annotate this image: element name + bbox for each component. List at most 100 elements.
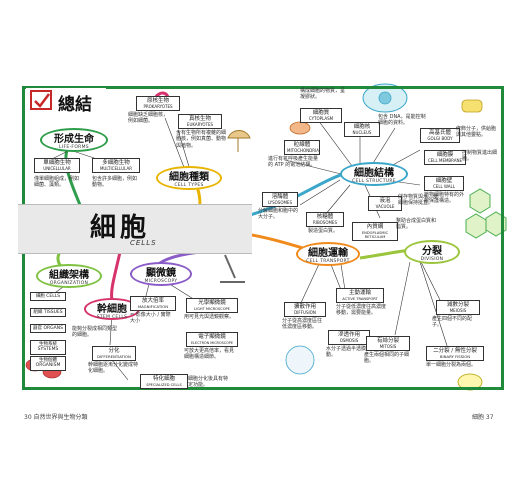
- osmosis-en: OSMOSIS: [339, 337, 359, 343]
- specialized-desc: 細胞分化後具有特定功能。: [188, 376, 229, 389]
- box-diffusion: 擴散作用 DIFFUSION: [284, 302, 326, 318]
- footer-left: 30 自然世界與生物分類: [24, 414, 88, 421]
- light-microscope-en: LIGHT MICROSCOPE: [194, 306, 230, 311]
- magnification-zh: 放大倍率: [141, 298, 164, 304]
- nucleus-en: NUCLEUS: [352, 129, 372, 135]
- box-differentiation: 分化 DIFFERENTIATION: [92, 346, 136, 362]
- box-mitosis: 有絲分裂 MITOSIS: [366, 336, 410, 352]
- golgi-en: GOLGI BODY: [427, 135, 453, 141]
- membrane-en: CELL MEMBRANE: [427, 157, 463, 163]
- specialized-en: SPECIALIZED CELLS: [146, 382, 182, 387]
- light-microscope-desc: 用可見光與透鏡觀察。: [184, 314, 235, 320]
- diffusion-zh: 擴散作用: [293, 304, 316, 310]
- prokaryote-en: PROKARYOTES: [143, 103, 173, 109]
- box-meiosis: 減數分裂 MEIOSIS: [436, 300, 480, 316]
- footer-right: 細胞 37: [472, 414, 494, 421]
- microscope-sketch: [220, 254, 245, 283]
- membrane-desc: 控制物質進出細胞。: [462, 150, 498, 163]
- prokaryote-zh: 原核生物: [146, 98, 169, 104]
- unicellular-desc: 僅單細胞組成，例如細菌、藻類。: [34, 176, 80, 189]
- box-light-microscope: 光學顯微鏡 LIGHT MICROSCOPE: [186, 298, 238, 313]
- box-osmosis: 滲透作用 OSMOSIS: [328, 330, 370, 346]
- mitosis-zh: 有絲分裂: [376, 338, 399, 344]
- differentiation-zh: 分化: [108, 348, 120, 354]
- eukaryote-zh: 真核生物: [188, 116, 211, 122]
- mitochondria-zh: 粒線體: [293, 142, 311, 148]
- ribosome-desc: 製造蛋白質。: [308, 228, 339, 234]
- node-cell-types: 細胞種類 CELL TYPES: [156, 166, 222, 190]
- osmosis-zh: 滲透作用: [337, 332, 360, 338]
- node-cell-transport: 細胞運輸 CELL TRANSPORT: [296, 242, 360, 266]
- box-org-systems: 生物系統 SYSTEMS: [30, 340, 66, 355]
- electron-microscope-en: ELECTRON MICROSCOPE: [191, 340, 233, 345]
- box-lysosome: 溶酶體 LYSOSOMES: [262, 192, 298, 208]
- wall-en: CELL WALL: [433, 183, 455, 189]
- center-topic-zh: 細胞: [90, 213, 151, 243]
- er-en: ENDOPLASMIC RETICULUM: [361, 230, 389, 239]
- box-unicellular: 單細胞生物 UNICELLULAR: [34, 158, 80, 174]
- mitochondria-desc: 進行有氧呼吸產生能量的 ATP 的電池結構。: [268, 156, 319, 169]
- magnification-formula: = 影像大小 / 實際大小: [130, 312, 171, 325]
- binary-fission-zh: 二分裂 / 無性分裂: [433, 348, 477, 354]
- cytoplasm-desc: 構成細胞的物質，呈凝膠狀。: [300, 88, 346, 101]
- box-prokaryote: 原核生物 PROKARYOTES: [136, 96, 180, 112]
- box-org-organism: 生物個體 ORGANISM: [30, 356, 66, 371]
- active-transport-zh: 主動運輸: [348, 290, 371, 296]
- box-golgi: 高基氏體 GOLGI BODY: [420, 128, 460, 144]
- node-cell-transport-zh: 細胞運輸: [308, 248, 348, 259]
- node-organization-en: ORGANIZATION: [49, 281, 89, 286]
- differentiation-desc: 幹細胞逐漸分化變成特化細胞。: [88, 362, 139, 375]
- box-membrane: 細胞膜 CELL MEMBRANE: [424, 150, 466, 166]
- electron-microscope-zh: 電子顯微鏡: [198, 334, 226, 340]
- multicellular-desc: 包含許多細胞，例如動物。: [92, 176, 138, 189]
- dividing-cell-sketch: [457, 373, 483, 391]
- box-nucleus: 細胞核 NUCLEUS: [344, 122, 380, 138]
- box-org-cells: 細胞 CELLS: [30, 292, 66, 302]
- lysosome-en: LYSOSOMES: [267, 199, 293, 205]
- vacuole-en: VACUOLE: [375, 203, 395, 209]
- node-life-forms-en: LIFE-FORMS: [59, 145, 89, 150]
- unicellular-en: UNICELLULAR: [43, 165, 71, 171]
- osmosis-beaker-sketch: [285, 345, 315, 375]
- node-microscopy: 顯微鏡 MICROSCOPY: [130, 262, 192, 286]
- mitosis-desc: 產生兩個相同的子細胞。: [364, 352, 410, 365]
- er-zh: 內質網: [366, 224, 384, 230]
- light-microscope-zh: 光學顯微鏡: [198, 300, 226, 306]
- node-cell-structure-zh: 細胞結構: [354, 168, 394, 179]
- node-organization: 組織架構 ORGANIZATION: [36, 264, 102, 288]
- node-microscopy-en: MICROSCOPY: [144, 279, 178, 284]
- eukaryote-en: EUKARYOTES: [186, 121, 214, 127]
- cytoplasm-zh: 細胞質: [312, 110, 330, 116]
- node-division-en: DIVISION: [420, 257, 444, 262]
- vacuole-zh: 液泡: [379, 198, 391, 204]
- diffusion-en: DIFFUSION: [294, 309, 316, 315]
- vacuole-desc: 儲存物質與水，使細胞保持挺直。: [398, 194, 439, 207]
- box-org-tissues: 組織 TISSUES: [30, 308, 66, 318]
- plant-cell-hex-3: [465, 213, 487, 239]
- meiosis-en: MEIOSIS: [449, 307, 467, 313]
- golgi-sketch: [461, 99, 483, 113]
- diffusion-desc: 分子從高濃度區往低濃度區移動。: [282, 318, 323, 331]
- stem-desc: 能夠分裂成相同類型的細胞。: [72, 326, 118, 339]
- cytoplasm-en: CYTOPLASM: [308, 115, 334, 121]
- magnification-en: MAGNIFICATION: [137, 303, 169, 309]
- box-org-organs: 器官 ORGANS: [30, 324, 66, 334]
- prokaryote-desc: 細胞缺乏細胞核，例如細菌。: [128, 112, 169, 125]
- box-ribosome: 核糖體 RIBOSOMES: [306, 212, 344, 228]
- summary-title: 總結: [58, 95, 92, 115]
- node-stem-cells: 幹細胞 STEM CELLS: [84, 298, 140, 320]
- binary-fission-en: BINARY FISSION: [439, 353, 471, 359]
- ribosome-zh: 核糖體: [316, 214, 334, 220]
- box-active-transport: 主動運輸 ACTIVE TRANSPORT: [336, 288, 384, 303]
- center-topic: 細胞 CELLS: [18, 204, 252, 254]
- node-stem-cells-zh: 幹細胞: [97, 304, 127, 315]
- mitochondria-en: MITOCHONDRIA: [287, 147, 319, 153]
- node-division-zh: 分裂: [422, 246, 442, 257]
- node-division: 分裂 DIVISION: [404, 240, 460, 264]
- node-stem-cells-en: STEM CELLS: [96, 315, 128, 320]
- center-topic-en: CELLS: [130, 239, 157, 247]
- meiosis-desc: 產生四個不同的配子。: [432, 316, 473, 329]
- box-specialized: 特化細胞 SPECIALIZED CELLS: [140, 374, 188, 389]
- active-transport-en: ACTIVE TRANSPORT: [342, 296, 378, 301]
